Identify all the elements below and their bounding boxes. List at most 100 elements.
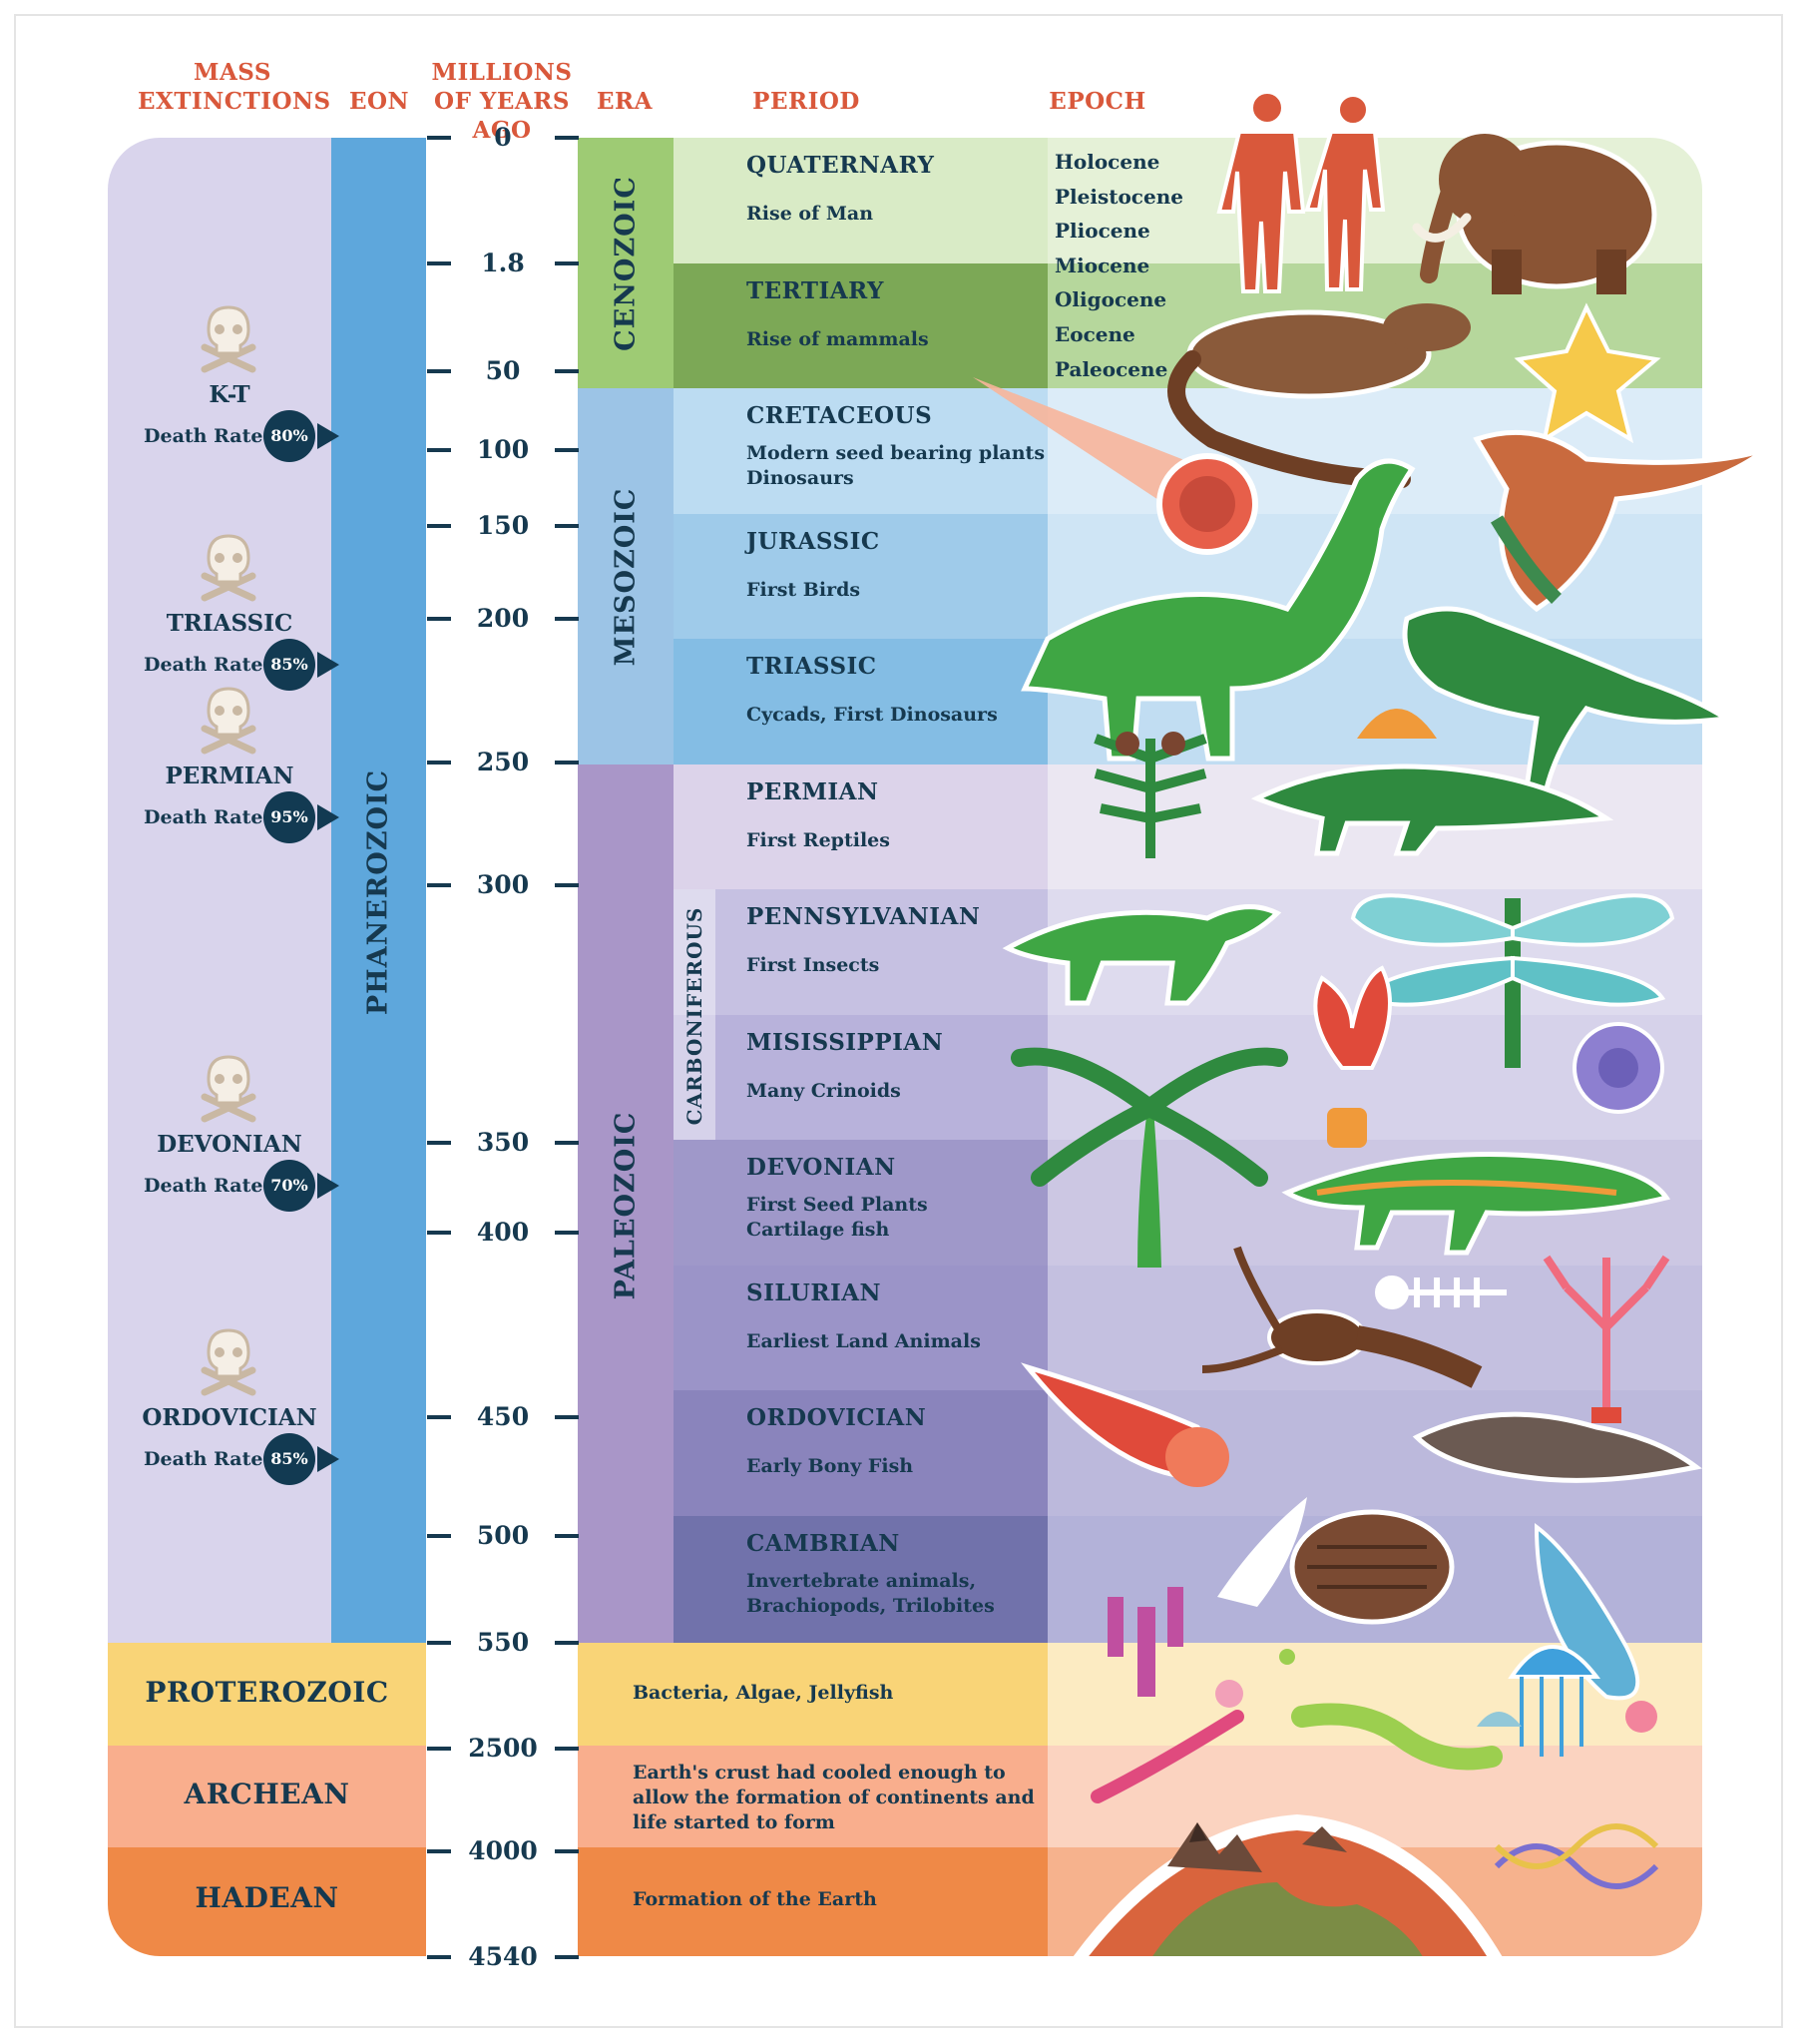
ammonite — [1573, 1022, 1664, 1114]
sauropod — [1021, 458, 1416, 762]
tick-mark-right — [555, 369, 579, 373]
period-desc: Early Bony Fish — [746, 1455, 914, 1477]
header-period: PERIOD — [752, 88, 860, 115]
header-era: ERA — [597, 88, 653, 115]
period-title: PENNSYLVANIAN — [746, 903, 981, 930]
crinoid — [1313, 965, 1392, 1148]
death-rate-badge: 80% — [263, 410, 315, 462]
proterozoic-desc: Bacteria, Algae, Jellyfish — [633, 1682, 894, 1704]
period-desc: First Insects — [746, 954, 880, 976]
row-archean-eon — [108, 1746, 426, 1847]
tick-mark-left — [427, 1747, 451, 1751]
row-cretaceous-panel — [674, 388, 1048, 514]
death-rate-badge: 95% — [263, 791, 315, 843]
death-rate-badge: 85% — [263, 1433, 315, 1485]
period-title: ORDOVICIAN — [746, 1404, 927, 1431]
death-rate-label: Death Rate — [144, 1175, 263, 1197]
period-desc: Modern seed bearing plants Dinosaurs — [746, 442, 1046, 489]
eon-hadean: HADEAN — [195, 1881, 339, 1914]
extinction-name: K-T — [209, 381, 250, 408]
badge-pointer — [317, 652, 339, 678]
header-mass-extinctions: MASS EXTINCTIONS — [138, 58, 330, 116]
row-archean-desc — [578, 1746, 1048, 1847]
extinction-column — [108, 138, 331, 1643]
badge-pointer — [317, 804, 339, 830]
bird-dinosaur — [1473, 429, 1768, 613]
skull-crossbones-icon — [197, 532, 260, 602]
tick-mark-left — [427, 1231, 451, 1235]
tick-mark-right — [555, 1849, 579, 1853]
period-title: PERMIAN — [746, 778, 879, 805]
death-rate-label: Death Rate — [144, 654, 263, 676]
skull-crossbones-icon — [197, 1326, 260, 1396]
death-rate-badge: 85% — [263, 639, 315, 691]
period-title: MISISSIPPIAN — [746, 1029, 944, 1056]
period-title: SILURIAN — [746, 1279, 882, 1306]
row-triassic-panel — [674, 639, 1048, 765]
tick-mark-left — [427, 448, 451, 452]
poster-frame — [14, 14, 1783, 2028]
flower — [1514, 302, 1661, 444]
period-title: TRIASSIC — [746, 653, 877, 680]
dna-strand — [1494, 1823, 1659, 1889]
tick-mark-right — [555, 1747, 579, 1751]
period-desc: First Birds — [746, 579, 861, 601]
skull-crossbones-icon — [197, 1053, 260, 1123]
eon-proterozoic: PROTEROZOIC — [145, 1676, 389, 1709]
era-mesozoic — [578, 388, 674, 765]
skull-crossbones-icon — [197, 303, 260, 373]
row-hadean-desc — [578, 1847, 1048, 1956]
tick-mark-left — [427, 1849, 451, 1853]
earth-crust-illustration — [1073, 1814, 1503, 1956]
tick-mark-left — [427, 1534, 451, 1538]
human-figures — [1216, 90, 1386, 293]
tick-mark-left — [427, 136, 451, 140]
tick-mark-right — [555, 761, 579, 765]
row-quaternary-panel — [674, 138, 1048, 263]
row-mississippian-panel — [715, 1015, 1048, 1140]
extinction-name: DEVONIAN — [157, 1131, 302, 1158]
epoch-label: Pleistocene — [1055, 184, 1183, 209]
header-millions-of-years-ago: MILLIONS OF YEARS AGO — [431, 59, 573, 144]
badge-pointer — [317, 423, 339, 449]
tick-label: 4540 — [468, 1942, 538, 1971]
period-desc: Cycads, First Dinosaurs — [746, 704, 998, 726]
eon-archean: ARCHEAN — [184, 1778, 350, 1810]
tick-mark-right — [555, 448, 579, 452]
period-desc: Rise of mammals — [746, 328, 929, 350]
epoch-label: Pliocene — [1055, 219, 1150, 244]
raptor — [1402, 606, 1733, 791]
amphibian — [1281, 1152, 1671, 1256]
row-tertiary-panel — [674, 263, 1048, 388]
tick-label: 550 — [476, 1628, 530, 1657]
row-ordovician-panel — [674, 1390, 1048, 1516]
hadean-desc: Formation of the Earth — [633, 1888, 877, 1910]
meteor — [973, 377, 1258, 555]
tick-label: 300 — [476, 870, 530, 899]
dragonfly — [1350, 893, 1675, 1068]
tick-mark-left — [427, 617, 451, 621]
death-rate-label: Death Rate — [144, 425, 263, 447]
tick-label: 2500 — [468, 1734, 538, 1763]
tick-label: 350 — [476, 1128, 530, 1157]
tree-fern — [1011, 1047, 1288, 1268]
row-hadean-eon — [108, 1847, 426, 1956]
period-desc: Rise of Man — [746, 203, 874, 225]
tick-label: 200 — [476, 604, 530, 633]
row-devonian-panel — [674, 1140, 1048, 1266]
period-desc: First Seed Plants Cartilage fish — [746, 1194, 928, 1241]
period-title: DEVONIAN — [746, 1154, 896, 1181]
extinction-name: TRIASSIC — [166, 610, 293, 637]
phanerozoic-bar — [331, 138, 426, 1643]
jellyfish — [1477, 1645, 1601, 1757]
sea-lily — [1108, 1587, 1183, 1697]
tick-mark-right — [555, 1415, 579, 1419]
worm — [1291, 1703, 1503, 1771]
tick-mark-left — [427, 1141, 451, 1145]
period-title: JURASSIC — [746, 528, 880, 555]
period-desc: Invertebrate animals, Brachiopods, Trilo… — [746, 1570, 995, 1617]
epoch-label: Holocene — [1055, 150, 1160, 174]
era-cenozoic — [578, 138, 674, 388]
tick-label: 100 — [476, 435, 530, 464]
